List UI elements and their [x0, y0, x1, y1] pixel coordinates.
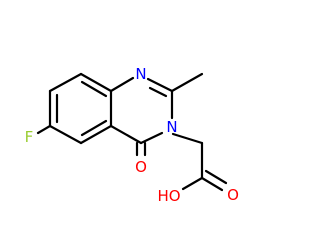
bond: [109, 76, 135, 93]
bond: [146, 77, 174, 93]
amide-nitrogen-label: N: [166, 118, 177, 136]
bond: [148, 86, 168, 98]
bond: [48, 72, 83, 93]
bond-ch2: [171, 132, 204, 145]
benzene-ring: [48, 72, 113, 145]
bond-c-oh: [181, 176, 204, 191]
ring-nitrogen-label: N: [135, 65, 146, 83]
acid-oxygen-label: O: [227, 186, 239, 204]
bond: [79, 72, 113, 93]
bond: [48, 124, 83, 145]
bond: [139, 131, 164, 145]
bond: [79, 124, 113, 145]
carbonyl-oxygen-label: O: [135, 158, 147, 176]
fluorine-label: F: [25, 128, 34, 146]
bond: [80, 80, 108, 98]
bond: [109, 124, 143, 145]
bond-c-double-o: [200, 176, 224, 192]
bond-c-f: [36, 124, 52, 135]
pyrimidinone-ring: [109, 76, 174, 145]
bond: [80, 119, 108, 137]
bond-methyl: [170, 72, 204, 93]
molecule-structure: F N N O HO O: [25, 65, 239, 205]
bond-c-double-o: [204, 169, 228, 185]
hydroxyl-label: HO: [157, 187, 180, 205]
